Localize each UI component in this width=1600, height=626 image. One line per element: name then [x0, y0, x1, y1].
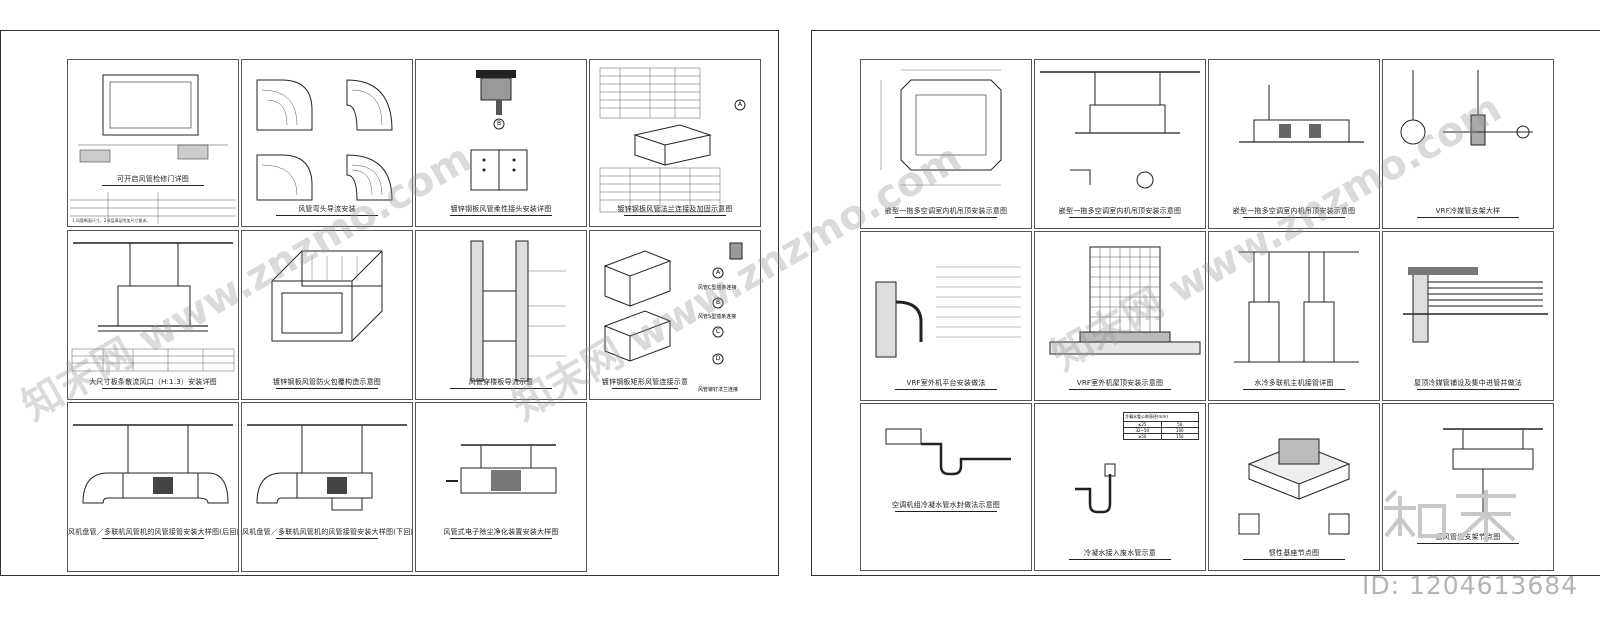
- panel-caption: 镀锌钢板矩形风管连接示意: [590, 377, 700, 389]
- panel-caption: 风机盘管／多联机风管机的风管接管安装大样图(后回风): [68, 527, 238, 539]
- panel-caption: 水冷多联机主机接管详图: [1209, 378, 1379, 390]
- drawing-sheet-left: 可开启风管检修门详图 1.风管断面尺寸，2-4层满足附加尺寸要求。 风管弯头导流…: [0, 30, 779, 576]
- panel-fcu-bottom-return: 风机盘管／多联机风管机的风管接管安装大样图(下回风): [241, 402, 413, 572]
- panel-electronic-purifier: 风管式电子除尘净化装置安装大样图: [415, 402, 587, 572]
- panel-caption: 风管弯头导流安装: [242, 204, 412, 216]
- fire-wrap-drawing: [271, 250, 383, 342]
- panel-fcu-rear-return: 风机盘管／多联机风管机的风管接管安装大样图(后回风): [67, 402, 239, 572]
- fcu-bottom-return-drawing: [247, 424, 407, 511]
- panel-flexible-joint: 镀锌钢板风管柔性接头安装详图 B: [415, 59, 587, 227]
- drain-table-row: ≥50 150: [1124, 434, 1198, 439]
- panel-caption: 冷凝水接入废水管示意: [1035, 548, 1205, 560]
- panel-caption: 屋顶冷媒管铺设及集中进管井做法: [1383, 378, 1553, 390]
- drain-table-row: 32~50 100: [1124, 428, 1198, 434]
- panel-caption: 风管穿楼板导流示意: [416, 377, 586, 389]
- drain-table-row: ≤25 50: [1124, 422, 1198, 428]
- drain-pipe-table: 冷凝水管公称直径(mm) ≤25 50 32~50 100 ≥50 150: [1123, 412, 1199, 440]
- marker-d: D: [715, 355, 721, 362]
- diffuser-install-drawing: [71, 242, 235, 372]
- marker-b: A: [737, 101, 743, 108]
- panel-duct-support: 通风管道支架节点图: [1382, 403, 1554, 571]
- panel-water-cooled-vrf: 水冷多联机主机接管详图: [1208, 231, 1380, 401]
- panel-cassette-3: 嵌型一拖多空调室内机吊顶安装示意图: [1208, 59, 1380, 229]
- panel-caption: 镀锌钢板风管法兰连接及加固示意图: [590, 204, 760, 216]
- drain-to-waste-drawing: [1075, 463, 1116, 514]
- panel-caption: 风管式电子除尘净化装置安装大样图: [416, 527, 586, 539]
- drain-table-cell: 150: [1175, 434, 1184, 439]
- drain-table-cell: 100: [1175, 428, 1184, 433]
- vrf-platform-drawing: [875, 266, 1021, 358]
- cassette-plan-drawing: [880, 69, 1002, 186]
- panel-diffuser-install: 大尺寸板条散流风口（H:1.3）安装详图: [67, 230, 239, 400]
- drain-table-cell: 50: [1177, 422, 1183, 427]
- floor-penetration-drawing: [470, 240, 566, 382]
- roof-refrigerant-drawing: [1403, 267, 1548, 343]
- panel-caption: 嵌型一拖多空调室内机吊顶安装示意图: [1035, 206, 1205, 218]
- drawing-sheet-right: 嵌型一拖多空调室内机吊顶安装示意图 嵌型一拖多空调室内机吊顶安装示意图 嵌型一拖…: [811, 30, 1600, 576]
- panel-rect-duct-joints: A B C D 风管C型插条连接 风管S型插条连接 风管铆钉法兰连接 镀锌钢板矩…: [589, 230, 761, 400]
- panel-inertia-base: 惯性基座节点图: [1208, 403, 1380, 571]
- panel-access-door: 可开启风管检修门详图 1.风管断面尺寸，2-4层满足附加尺寸要求。: [67, 59, 239, 227]
- panel-vrf-roof: VRF室外机屋顶安装示意图: [1034, 231, 1206, 401]
- rect-duct-joints-drawing: [603, 242, 743, 365]
- panel-flange-connection: A 镀锌钢板风管法兰连接及加固示意图: [589, 59, 761, 227]
- panel-caption: 嵌型一拖多空调室内机吊顶安装示意图: [861, 206, 1031, 218]
- panel-caption: 嵌型一拖多空调室内机吊顶安装示意图: [1209, 206, 1379, 218]
- marker-a: A: [715, 269, 721, 276]
- elbow-vanes-drawing: [256, 79, 393, 201]
- detail-label-s-strip: 风管S型插条连接: [698, 314, 737, 320]
- drain-table-cell: 32~50: [1124, 428, 1162, 433]
- access-door-drawing: [70, 74, 236, 224]
- brand-logo: [1384, 489, 1516, 542]
- panel-note: 1.风管断面尺寸，2-4层满足附加尺寸要求。: [72, 218, 151, 223]
- panel-caption: 风机盘管／多联机风管机的风管接管安装大样图(下回风): [242, 527, 412, 539]
- panel-vrf-platform: VRF室外机平台安装做法: [860, 231, 1032, 401]
- panel-drain-to-waste: 冷凝水管公称直径(mm) ≤25 50 32~50 100 ≥50 150 冷凝…: [1034, 403, 1206, 571]
- panel-caption: 空调机组冷凝水管水封做法示意图: [861, 500, 1031, 512]
- marker-a: B: [496, 120, 502, 127]
- marker-b: B: [715, 299, 721, 306]
- panel-caption: 镀锌钢板风管防火包覆构造示意图: [242, 377, 412, 389]
- panel-caption: 通风管道支架节点图: [1383, 532, 1553, 544]
- marker-c: C: [715, 328, 721, 335]
- vrf-roof-drawing: [1049, 246, 1201, 355]
- panel-caption: 可开启风管检修门详图: [68, 174, 238, 186]
- panel-drain-trap: 空调机组冷凝水管水封做法示意图: [860, 403, 1032, 571]
- water-cooled-vrf-drawing: [1234, 251, 1359, 363]
- panel-caption: 镀锌钢板风管柔性接头安装详图: [416, 204, 586, 216]
- electronic-purifier-drawing: [446, 444, 557, 494]
- drain-table-cell: ≥50: [1124, 434, 1162, 439]
- drain-table-cell: ≤25: [1124, 422, 1162, 427]
- panel-floor-penetration: 风管穿楼板导流示意: [415, 230, 587, 400]
- inertia-base-drawing: [1238, 438, 1351, 535]
- panel-cassette-2: 嵌型一拖多空调室内机吊顶安装示意图: [1034, 59, 1206, 229]
- panel-cassette-1: 嵌型一拖多空调室内机吊顶安装示意图: [860, 59, 1032, 229]
- panel-caption: VRF室外机屋顶安装示意图: [1035, 378, 1205, 390]
- detail-label-rivet-flange: 风管铆钉法兰连接: [698, 387, 739, 393]
- detail-label-c-strip: 风管C型插条连接: [698, 285, 737, 291]
- panel-caption: VRF室外机平台安装做法: [861, 378, 1031, 390]
- panel-caption: VRF冷媒管支架大样: [1383, 206, 1553, 218]
- image-id-text: ID: 1204613684: [1362, 571, 1579, 600]
- panel-elbow-vanes: 风管弯头导流安装: [241, 59, 413, 227]
- cassette-section-drawing: [1040, 71, 1200, 189]
- fcu-rear-return-drawing: [73, 424, 233, 504]
- panel-caption: 惯性基座节点图: [1209, 548, 1379, 560]
- flexible-joint-drawing: [470, 70, 528, 191]
- panel-fire-wrap: 镀锌钢板风管防火包覆构造示意图: [241, 230, 413, 400]
- panel-refrigerant-support: VRF冷媒管支架大样: [1382, 59, 1554, 229]
- flange-table-drawing: [599, 67, 746, 213]
- panel-caption: 大尺寸板条散流风口（H:1.3）安装详图: [68, 377, 238, 389]
- drain-trap-drawing: [885, 428, 1011, 476]
- panel-roof-refrigerant: 屋顶冷媒管铺设及集中进管井做法: [1382, 231, 1554, 401]
- refrigerant-support-drawing: [1400, 70, 1533, 146]
- cassette-piping-drawing: [1239, 85, 1364, 143]
- drain-table-header: 冷凝水管公称直径(mm): [1124, 413, 1198, 422]
